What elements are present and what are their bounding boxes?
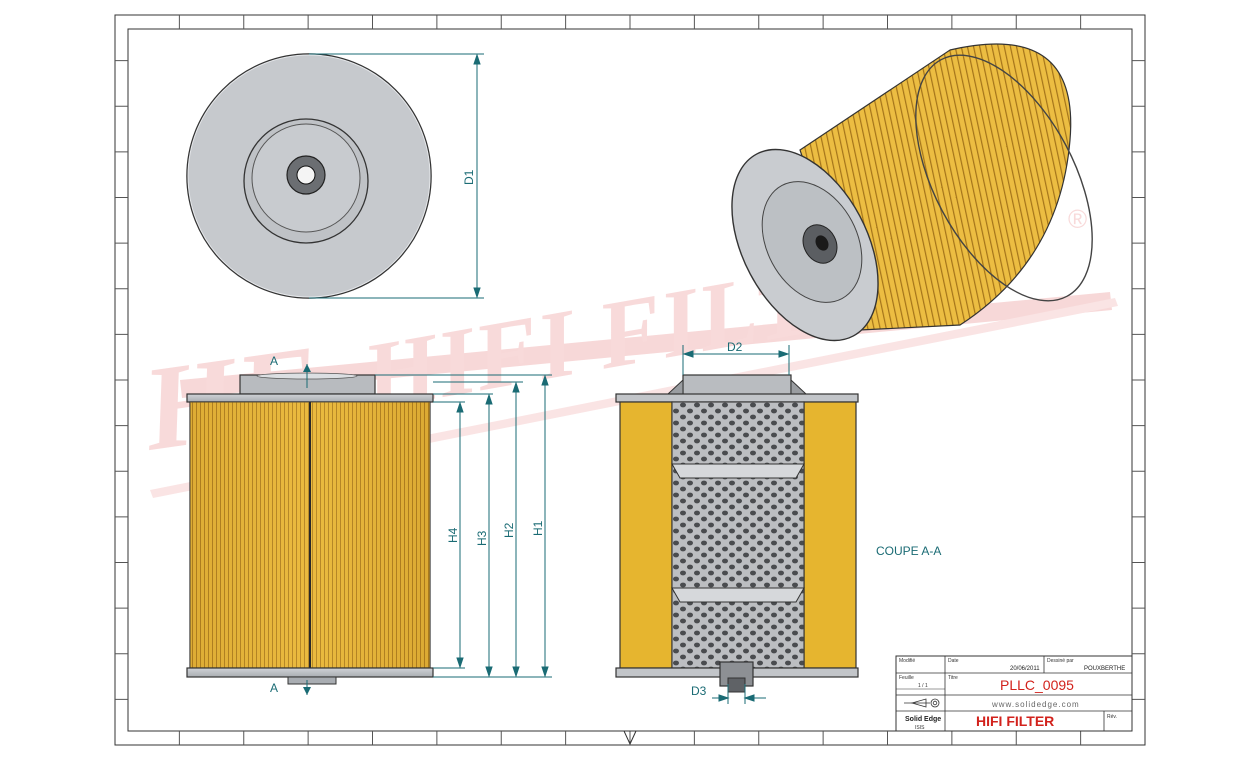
zone-ticks xyxy=(115,15,1145,745)
dimension-label-h2: H2 xyxy=(502,522,516,538)
tb-field-sheet: Feuille xyxy=(899,675,914,681)
dimension-d3 xyxy=(712,684,766,704)
dimension-d2 xyxy=(682,345,790,375)
tb-website: www.solidedge.com xyxy=(991,700,1080,709)
tb-software-sub: ISIS xyxy=(915,725,925,731)
isometric-view xyxy=(731,43,1093,342)
title-block xyxy=(895,655,1133,732)
section-view xyxy=(615,374,859,693)
watermark-registered: ® xyxy=(1068,204,1087,234)
section-marker-top: A xyxy=(270,354,278,368)
tb-author-value: POUXBERTHE xyxy=(1084,666,1125,672)
tb-brand: HIFI FILTER xyxy=(976,713,1054,729)
dimension-d1 xyxy=(309,53,484,299)
tb-software: Solid Edge xyxy=(905,716,941,723)
tb-revision-label: Rév. xyxy=(1107,714,1117,720)
section-caption: COUPE A-A xyxy=(876,544,941,558)
dimension-label-h1: H1 xyxy=(531,520,545,536)
tb-part-number: PLLC_0095 xyxy=(1000,677,1074,693)
tb-field-date: Date xyxy=(948,658,959,664)
tb-field-modified: Modifié xyxy=(899,658,915,664)
tb-date-value: 20/06/2011 xyxy=(1010,666,1040,672)
tb-sheet-value: 1 / 1 xyxy=(918,683,928,689)
dimension-label-h3: H3 xyxy=(475,530,489,546)
projection-symbol-icon xyxy=(904,698,940,708)
dimension-label-d2: D2 xyxy=(727,340,743,354)
dimensions-heights xyxy=(375,374,552,678)
dimension-label-d1: D1 xyxy=(462,169,476,185)
section-marker-bottom: A xyxy=(270,681,278,695)
top-view xyxy=(186,53,432,299)
tb-field-drawn-by: Dessiné par xyxy=(1047,658,1074,664)
dimension-label-h4: H4 xyxy=(446,527,460,543)
front-view xyxy=(186,364,434,695)
dimension-label-d3: D3 xyxy=(691,684,707,698)
tb-field-title: Titre xyxy=(948,675,958,681)
center-marker-icon xyxy=(623,730,637,746)
